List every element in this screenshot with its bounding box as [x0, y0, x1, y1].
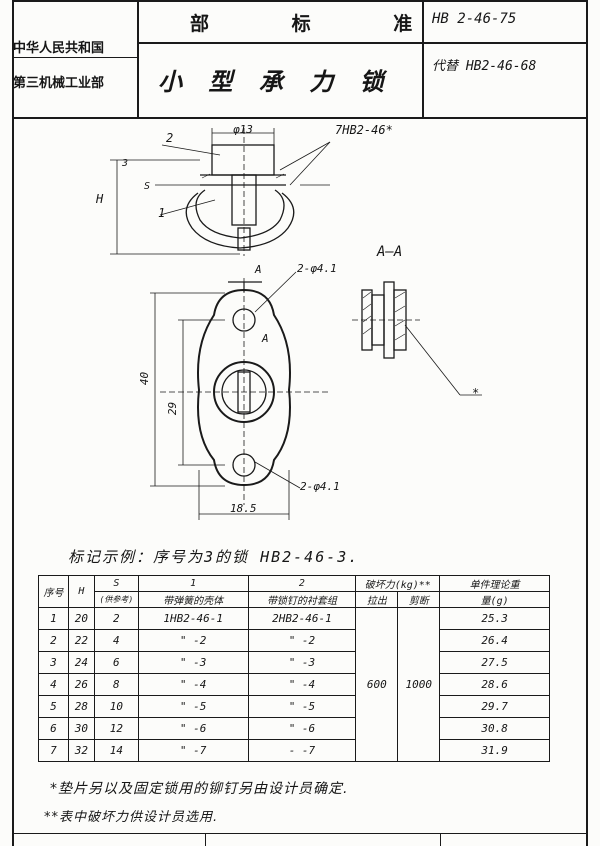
cell-part2: " -4 [247, 673, 357, 696]
issuing-org-line2: 第三机械工业部 [13, 76, 105, 91]
cell-part2: 2HB2-46-1 [247, 607, 357, 630]
cell-seq: 7 [38, 739, 69, 762]
cell-seq: 6 [38, 717, 69, 740]
lock-head [211, 144, 275, 176]
cell-shear: 1000 [397, 607, 441, 762]
cell-part1: " -3 [137, 651, 249, 674]
table-row: 5 28 10 " -5 " -5 29.7 [38, 695, 550, 718]
col-1-num: 1 [137, 575, 249, 592]
cell-seq: 1 [38, 607, 69, 630]
cell-part2: " -5 [247, 695, 357, 718]
dim-S: S [144, 181, 151, 192]
section-label: A—A [377, 244, 403, 260]
part-label-1: 1 [158, 206, 166, 220]
col-seq: 序号 [38, 575, 69, 608]
col-2-name: 带锁钉的衬套组 [247, 591, 357, 608]
col-1-name: 带弹簧的壳体 [137, 591, 249, 608]
dim-3: 3 [122, 158, 129, 169]
cell-seq: 4 [38, 673, 69, 696]
cell-seq: 3 [38, 651, 69, 674]
spring-loop [195, 189, 285, 239]
cell-S: 2 [93, 607, 139, 630]
cell-part1: 1HB2-46-1 [137, 607, 249, 630]
hole-callout-upper: 2-φ4.1 [297, 262, 337, 275]
cell-weight: 31.9 [439, 739, 550, 762]
hole-callout-lower: 2-φ4.1 [300, 480, 340, 493]
standard-type: 部 标 准 [190, 13, 451, 35]
replaces-code: 代替 HB2-46-68 [432, 59, 537, 74]
cell-S: 8 [93, 673, 139, 696]
cell-S: 10 [93, 695, 139, 718]
marking-example: 标记示例：序号为3的锁 HB2-46-3. [68, 548, 360, 566]
table-header-row-2: (供参考) 带弹簧的壳体 带锁钉的衬套组 拉出 剪断 量(g) [39, 591, 550, 608]
cell-part2: " -2 [247, 629, 357, 652]
cell-part1: " -6 [137, 717, 249, 740]
cell-weight: 27.5 [439, 651, 550, 674]
cell-pull: 600 [355, 607, 399, 762]
cell-weight: 30.8 [439, 717, 550, 740]
cell-part1: " -7 [137, 739, 249, 762]
dim-29: 29 [166, 401, 180, 416]
col-weight-unit: 量(g) [439, 591, 550, 608]
dim-top-diameter: φ13 [233, 123, 253, 136]
cell-S: 14 [93, 739, 139, 762]
issuing-org-line1: 中华人民共和国 [13, 41, 105, 56]
cell-part2: - -7 [247, 739, 357, 762]
standard-code: HB 2-46-75 [432, 11, 517, 27]
col-load-group: 破坏力(kg)** [355, 575, 441, 592]
cell-part2: " -3 [247, 651, 357, 674]
cell-part2: " -6 [247, 717, 357, 740]
table-row: 3 24 6 " -3 " -3 27.5 [38, 651, 550, 674]
section-marker-top: A [255, 263, 262, 276]
rivet-reference: 7HB2-46* [335, 123, 393, 137]
col-shear: 剪断 [397, 591, 441, 608]
cell-seq: 5 [38, 695, 69, 718]
cell-H: 30 [67, 717, 95, 740]
footnote-2: **表中破坏力供设计员选用. [44, 810, 219, 825]
cell-part1: " -5 [137, 695, 249, 718]
col-pull: 拉出 [355, 591, 399, 608]
cell-weight: 28.6 [439, 673, 550, 696]
dim-18-5: 18.5 [230, 502, 257, 515]
col-2-num: 2 [247, 575, 357, 592]
cell-seq: 2 [38, 629, 69, 652]
col-weight: 单件理论重 [439, 575, 550, 592]
cell-H: 20 [67, 607, 95, 630]
cell-H: 24 [67, 651, 95, 674]
cell-S: 6 [93, 651, 139, 674]
col-S: S [93, 575, 139, 592]
dim-H: H [96, 192, 104, 206]
technical-drawing [110, 128, 482, 520]
section-marker-side: A [262, 332, 269, 345]
cell-weight: 29.7 [439, 695, 550, 718]
spec-table: 序号 H S 1 2 破坏力(kg)** 单件理论重 (供参考) 带弹簧的壳体 … [38, 575, 550, 762]
col-H: H [67, 575, 95, 608]
asterisk-callout: * [472, 386, 480, 400]
cell-H: 26 [67, 673, 95, 696]
footnote-1: *垫片另以及固定锁用的铆钉另由设计员确定. [50, 781, 349, 797]
part-label-2: 2 [166, 131, 174, 145]
cell-S: 4 [93, 629, 139, 652]
table-row: 7 32 14 " -7 - -7 31.9 [38, 739, 550, 762]
table-header-row-1: 序号 H S 1 2 破坏力(kg)** 单件理论重 [38, 575, 550, 608]
cell-H: 28 [67, 695, 95, 718]
document-title: 小 型 承 力 锁 [158, 68, 390, 96]
cell-weight: 25.3 [439, 607, 550, 630]
table-row: 4 26 8 " -4 " -4 28.6 [38, 673, 550, 696]
cell-S: 12 [93, 717, 139, 740]
cell-part1: " -4 [137, 673, 249, 696]
table-row: 2 22 4 " -2 " -2 26.4 [38, 629, 550, 652]
cell-part1: " -2 [137, 629, 249, 652]
cell-weight: 26.4 [439, 629, 550, 652]
dim-40: 40 [138, 371, 152, 386]
table-row: 1 20 2 1HB2-46-1 2HB2-46-1 600 1000 25.3 [38, 607, 550, 762]
col-S-sub: (供参考) [93, 591, 139, 608]
cell-H: 22 [67, 629, 95, 652]
cell-H: 32 [67, 739, 95, 762]
table-row: 6 30 12 " -6 " -6 30.8 [38, 717, 550, 740]
